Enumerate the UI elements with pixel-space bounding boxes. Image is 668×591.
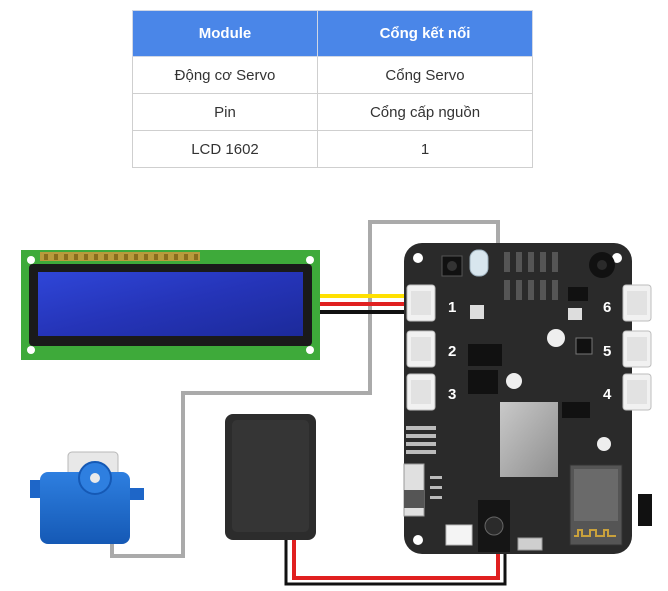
header-module: Module	[132, 10, 318, 57]
pin-header	[504, 252, 558, 300]
table-cell: LCD 1602	[132, 130, 318, 168]
ic-chip	[575, 337, 593, 355]
microcontroller	[500, 402, 558, 477]
table-row: Pin Cổng cấp nguồn	[132, 93, 533, 131]
port-5	[622, 330, 652, 368]
connection-table: Module Cổng kết nối Động cơ Servo Cổng S…	[132, 10, 533, 168]
port-4	[622, 373, 652, 411]
battery-wires	[284, 535, 507, 586]
port-label-1: 1	[448, 299, 456, 316]
header-port: Cổng kết nối	[317, 10, 533, 57]
port-label-6: 6	[603, 299, 611, 316]
side-button	[638, 494, 652, 526]
ic-chip	[468, 344, 502, 366]
table-row: LCD 1602 1	[132, 130, 533, 168]
lcd-header-pins	[40, 252, 200, 261]
antenna-trace	[574, 529, 616, 537]
controller-board: 1 2 3 4 5 6	[403, 243, 652, 554]
table-cell: 1	[317, 130, 533, 168]
ic-chip	[468, 370, 498, 394]
led-indicator	[469, 249, 489, 277]
table-cell: Cổng cấp nguồn	[317, 93, 533, 131]
usb-port	[517, 537, 543, 551]
sensor-dome	[547, 329, 565, 347]
servo-port	[445, 524, 473, 546]
lcd-1602-module	[21, 250, 320, 360]
servo-motor	[30, 451, 144, 544]
port-label-4: 4	[603, 386, 612, 403]
table-cell: Cổng Servo	[317, 56, 533, 94]
table-header-row: Module Cổng kết nối	[132, 10, 533, 57]
port-label-3: 3	[448, 386, 456, 403]
battery-pack	[225, 414, 316, 540]
table-row: Động cơ Servo Cổng Servo	[132, 56, 533, 94]
port-2	[406, 330, 436, 368]
port-label-5: 5	[603, 343, 611, 360]
port-3	[406, 373, 436, 411]
table-cell: Động cơ Servo	[132, 56, 318, 94]
servo-wire	[110, 220, 500, 558]
lcd-wires	[318, 294, 410, 314]
lcd-screen	[38, 272, 303, 336]
port-label-2: 2	[448, 343, 456, 360]
port-6	[622, 284, 652, 322]
port-1	[406, 284, 436, 322]
